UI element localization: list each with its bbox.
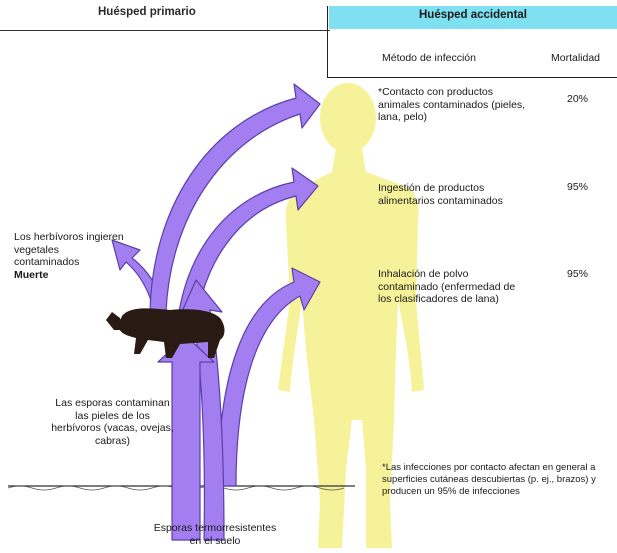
method-ingestion: Ingestión de productos alimentarios cont…: [378, 182, 528, 207]
arrow-to-inhalation: [218, 268, 320, 486]
mortality-column-header: Mortalidad: [551, 52, 600, 64]
primary-host-rule: [0, 30, 330, 31]
footnote: *Las infecciones por contacto afectan en…: [382, 462, 614, 498]
accidental-host-heading: Huésped accidental: [329, 9, 617, 21]
spores-soil-label: Esporas termorresistentes en el suelo: [150, 522, 280, 547]
method-inhalation: Inhalación de polvo contaminado (enferme…: [378, 268, 528, 306]
method-column-header: Método de infección: [382, 52, 476, 64]
death-label: Muerte: [14, 269, 48, 281]
mortality-inhalation: 95%: [567, 268, 588, 280]
herbivores-text: Los herbívoros ingieren vegetales contam…: [14, 231, 124, 268]
method-contact: *Contacto con productos animales contami…: [378, 86, 528, 124]
primary-host-heading: Huésped primario: [98, 6, 196, 18]
spores-skin-label: Las esporas contaminan las pieles de los…: [50, 397, 175, 447]
mortality-contact: 20%: [567, 93, 588, 105]
herbivores-label: Los herbívoros ingieren vegetales contam…: [14, 231, 124, 281]
mortality-ingestion: 95%: [567, 181, 588, 193]
